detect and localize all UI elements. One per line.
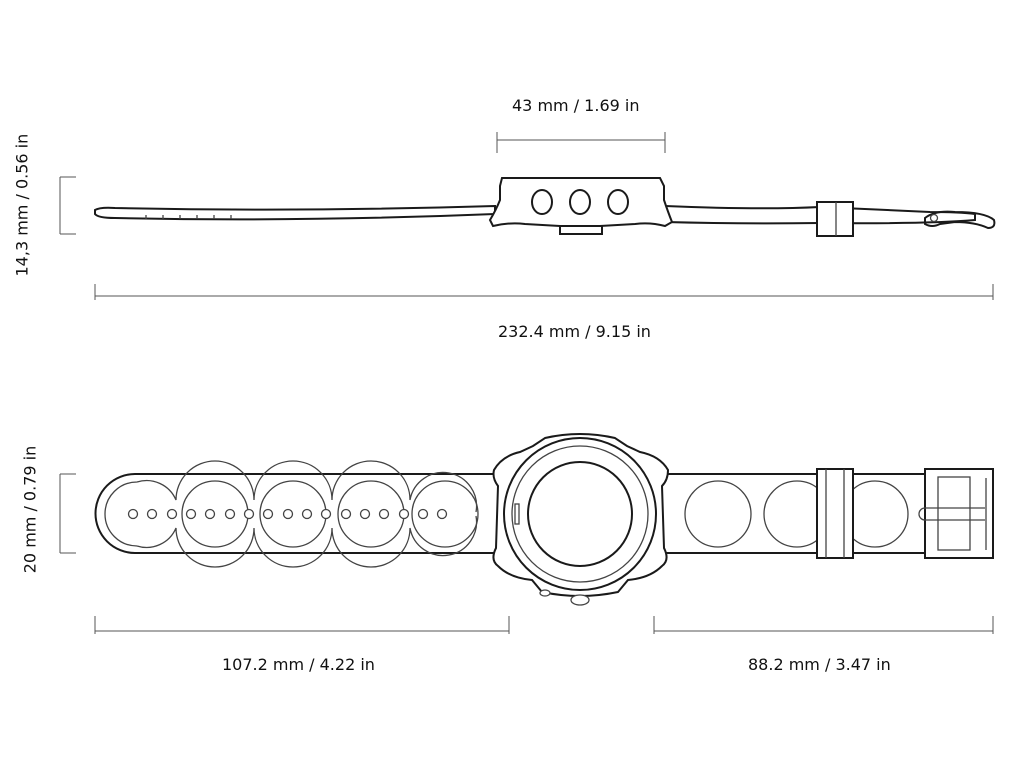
long-strap <box>94 473 500 554</box>
side-pusher-left-icon <box>531 189 553 215</box>
watch-display <box>527 461 633 567</box>
top-view <box>59 433 994 634</box>
side-watch-case <box>488 177 674 235</box>
long-strap-dimension <box>94 616 510 634</box>
long-strap-label: 107.2 mm / 4.22 in <box>222 655 375 674</box>
strap-keeper <box>816 468 854 559</box>
short-strap-label: 88.2 mm / 3.47 in <box>748 655 891 674</box>
side-pusher-right-icon <box>607 189 629 215</box>
case-height-label: 14,3 mm / 0.56 in <box>12 133 32 277</box>
strap-width-label: 20 mm / 0.79 in <box>20 445 40 574</box>
side-strap-right <box>664 204 976 225</box>
side-crown-icon <box>569 189 591 215</box>
short-strap-cutouts <box>684 480 909 548</box>
case-height-dimension <box>59 176 76 235</box>
long-strap-scallops <box>104 460 478 568</box>
side-strap-left <box>94 204 496 221</box>
side-buckle <box>924 210 996 230</box>
strap-holes <box>127 508 448 520</box>
strap-width-dimension <box>59 473 76 554</box>
buckle <box>918 468 994 559</box>
bezel-logo <box>514 503 520 525</box>
side-view <box>59 132 996 300</box>
total-length-label: 232.4 mm / 9.15 in <box>498 322 651 341</box>
side-strap-keeper <box>816 201 854 237</box>
top-pusher-icon <box>570 594 590 606</box>
watch-bezel-inner <box>511 445 649 583</box>
case-width-dimension <box>496 132 666 153</box>
watch-case-top <box>492 433 670 606</box>
total-length-dimension <box>94 284 994 300</box>
case-width-label: 43 mm / 1.69 in <box>512 96 640 115</box>
short-strap-dimension <box>653 616 994 634</box>
side-strap-hole-marks <box>145 215 232 219</box>
